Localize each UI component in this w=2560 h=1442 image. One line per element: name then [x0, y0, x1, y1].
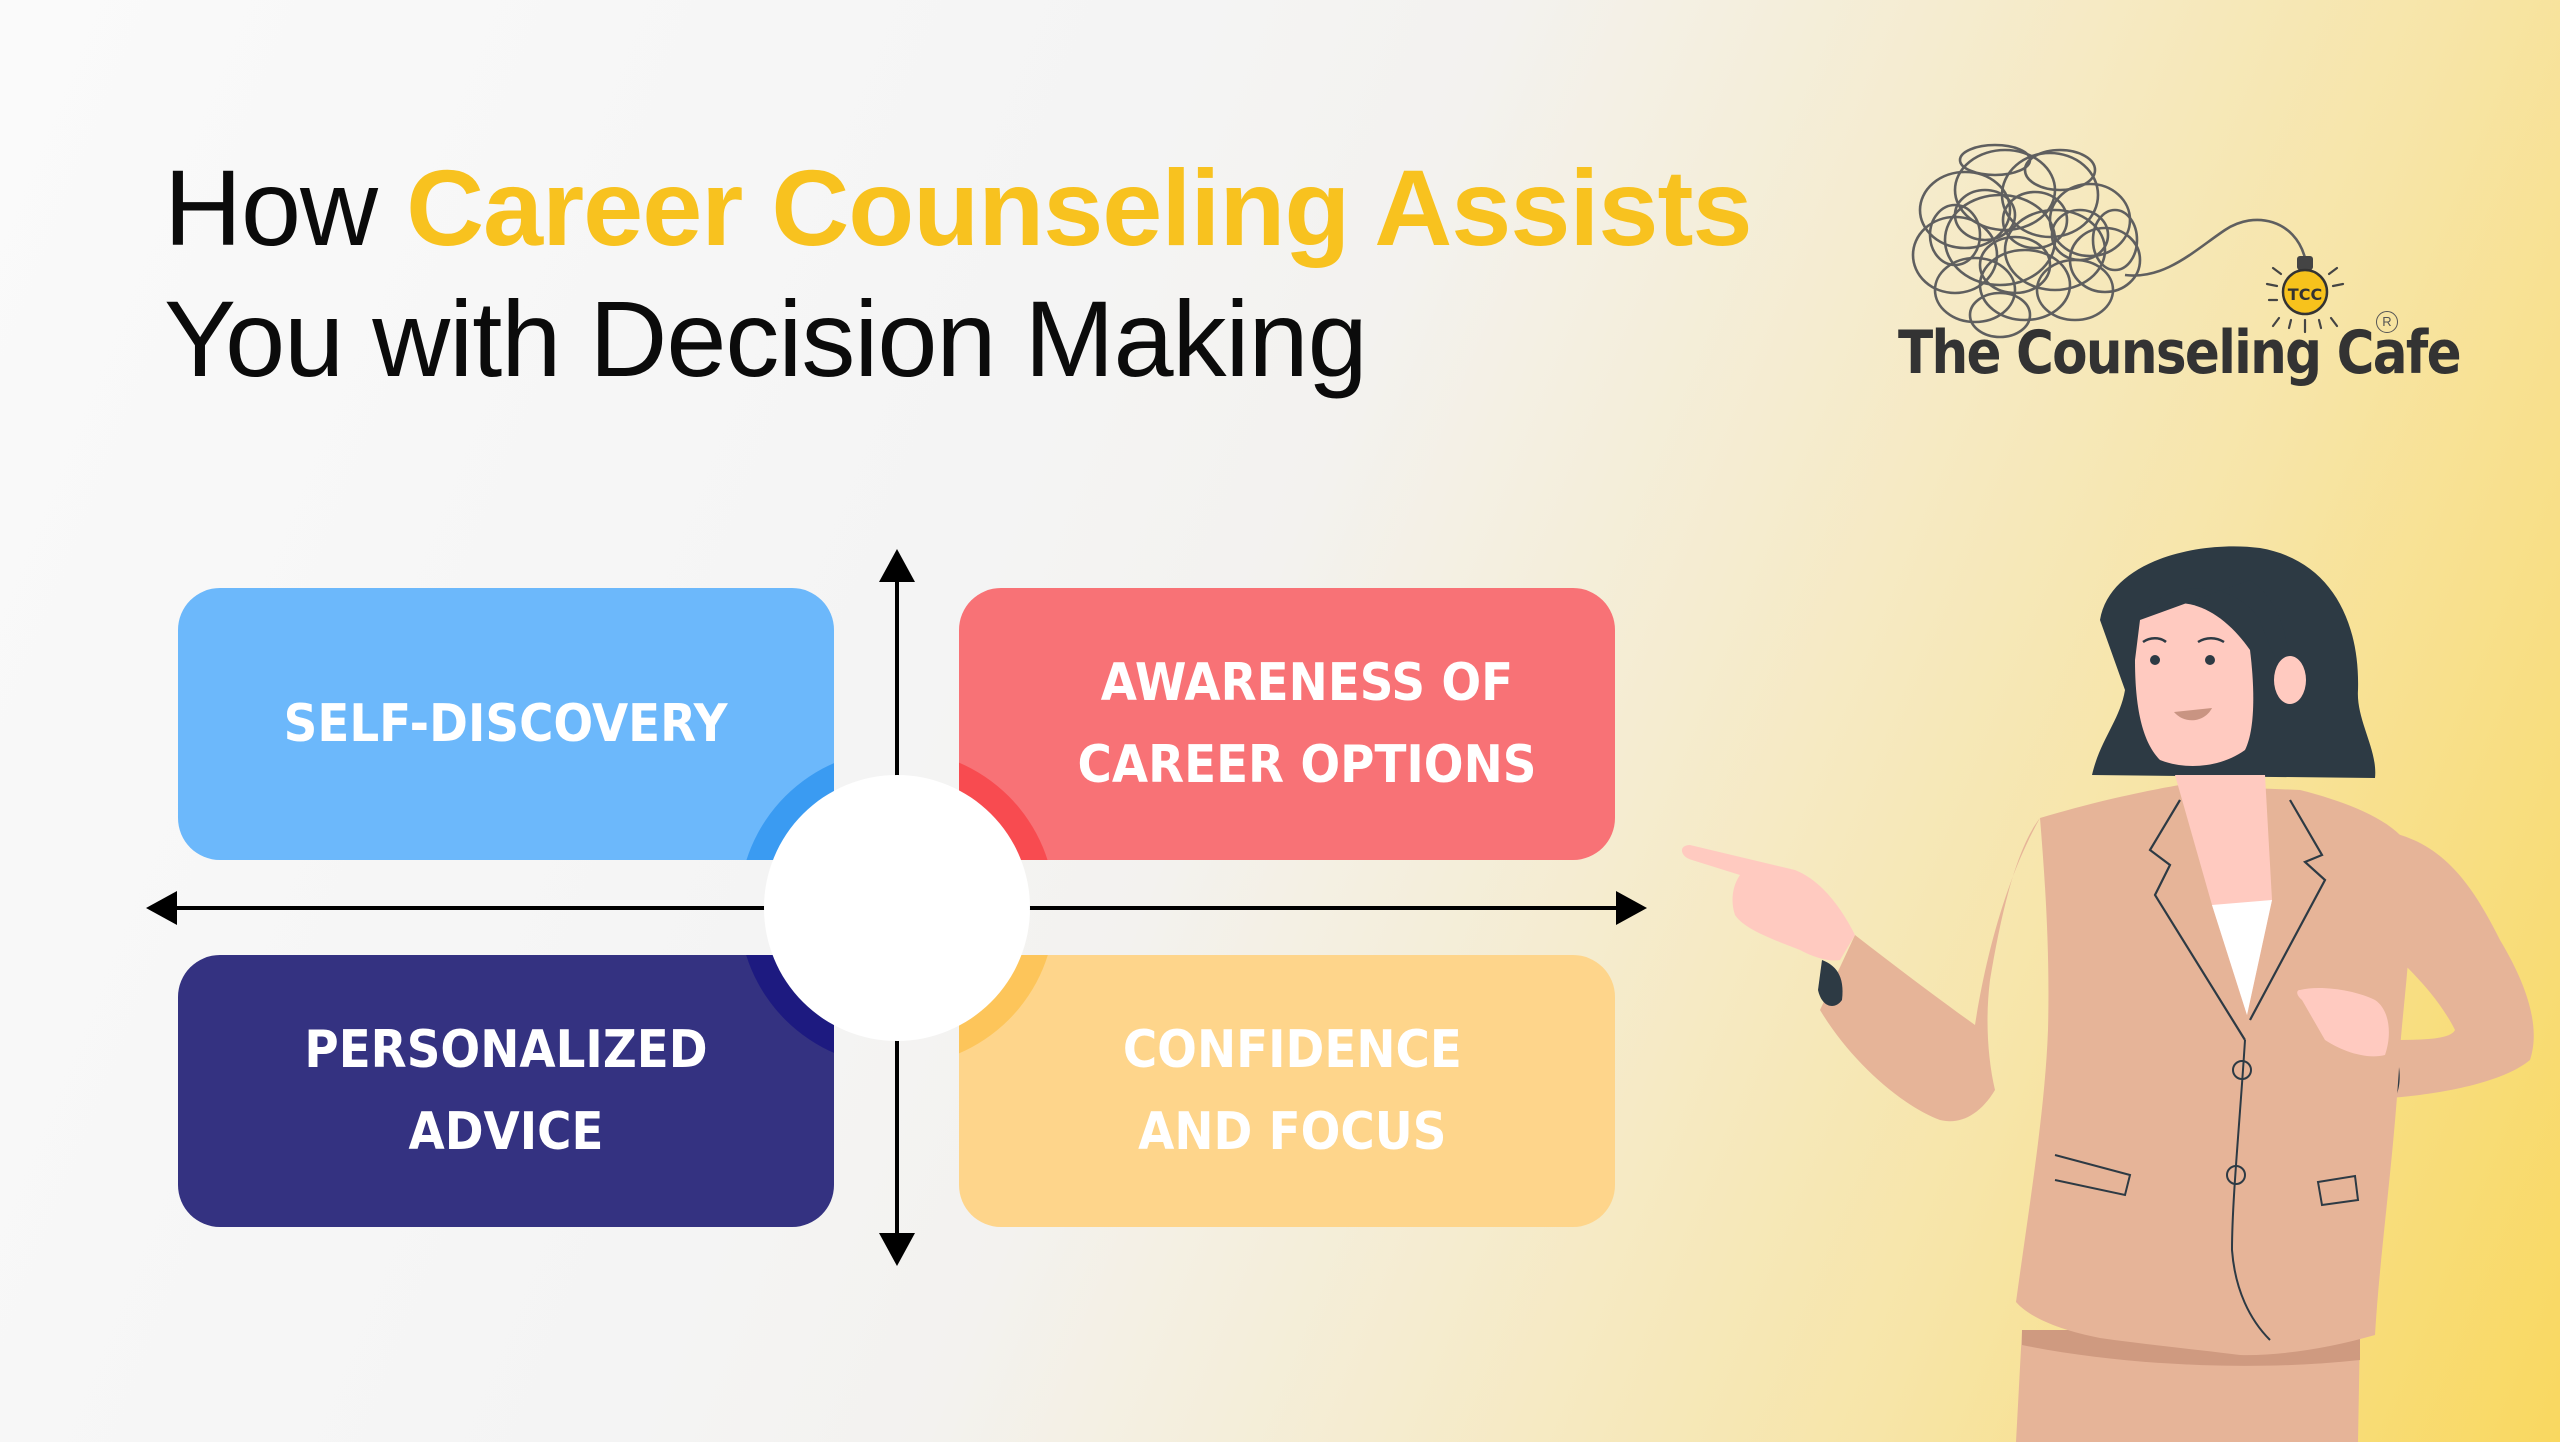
- quadrant-label-line2: AND FOCUS: [1137, 1102, 1447, 1162]
- title-highlight: Career Counseling Assists: [406, 147, 1752, 268]
- registered-mark: R: [2376, 311, 2398, 333]
- quadrant-label-line1: PERSONALIZED: [304, 1020, 708, 1080]
- arrow-right-icon: [1616, 891, 1647, 925]
- arrow-up-icon: [879, 549, 915, 582]
- arrow-left-icon: [146, 891, 177, 925]
- title-prefix: How: [164, 147, 407, 268]
- woman-pointing-illustration: [1681, 546, 2534, 1442]
- arrow-down-icon: [879, 1233, 915, 1266]
- quadrant-label-line2: CAREER OPTIONS: [1077, 735, 1537, 795]
- quadrant-label: SELF-DISCOVERY: [284, 694, 728, 754]
- quadrant-label-line1: AWARENESS OF: [1100, 653, 1514, 713]
- svg-text:TCC: TCC: [2288, 285, 2322, 304]
- center-circle: [764, 775, 1030, 1041]
- brand-name: The Counseling Cafe: [1898, 318, 2462, 388]
- title-line-1: How Career Counseling Assists: [164, 142, 1753, 273]
- page-title: How Career Counseling Assists You with D…: [164, 142, 1753, 404]
- quadrant-label: PERSONALIZED ADVICE: [304, 1009, 707, 1173]
- title-line-2: You with Decision Making: [164, 278, 1368, 399]
- quadrant-self-discovery: SELF-DISCOVERY: [178, 588, 834, 860]
- quadrant-label: AWARENESS OF CAREER OPTIONS: [1078, 642, 1537, 806]
- quadrant-label-line1: CONFIDENCE: [1122, 1020, 1462, 1080]
- quadrant-label-line2: ADVICE: [408, 1102, 604, 1162]
- quadrant-label: CONFIDENCE AND FOCUS: [1123, 1009, 1462, 1173]
- tangled-brain-lightbulb-icon: TCC: [1911, 143, 2345, 339]
